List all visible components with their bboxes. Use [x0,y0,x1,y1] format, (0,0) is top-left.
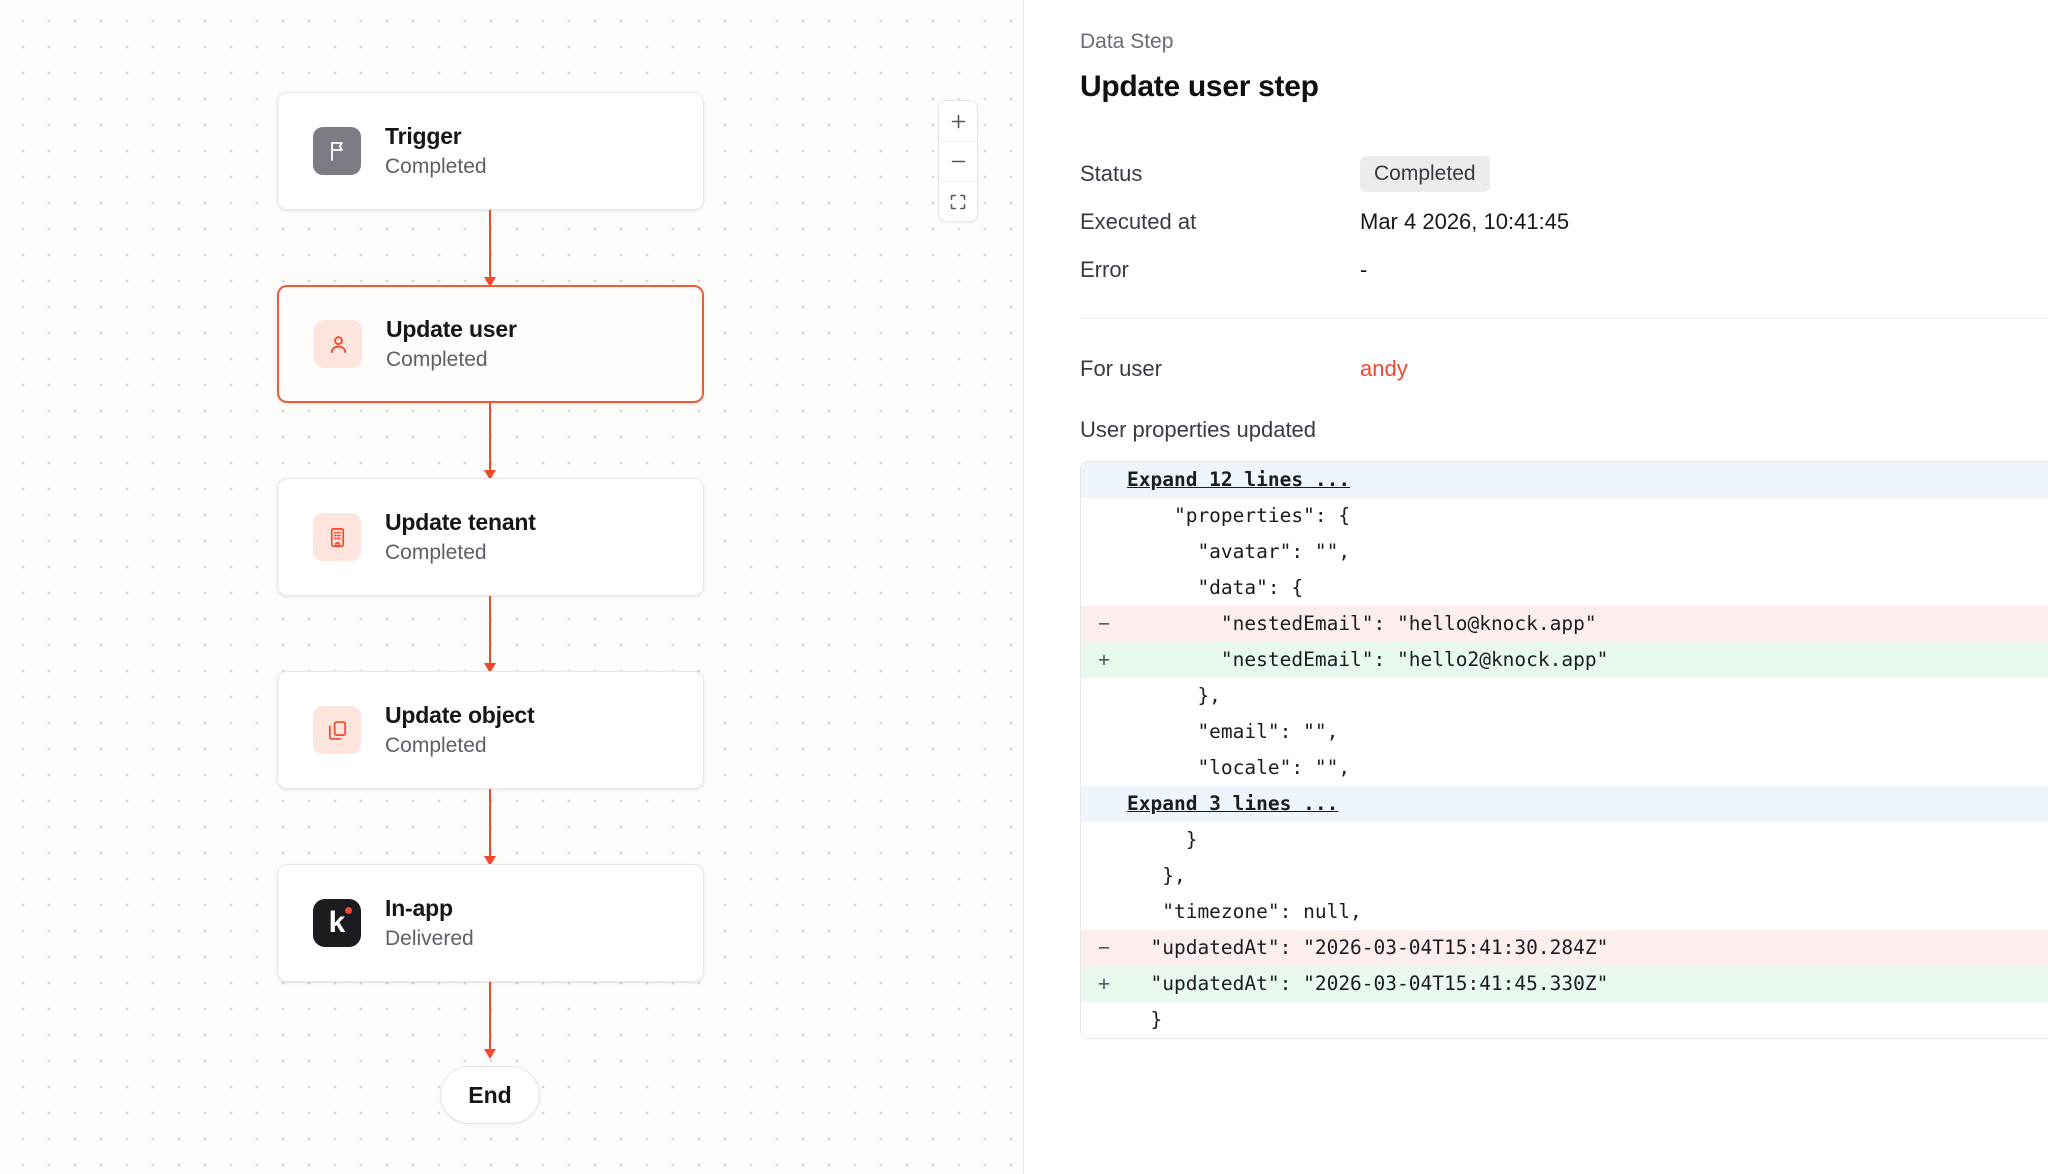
diff-row: } [1081,1002,2048,1038]
flow-connector [484,403,496,480]
diff-gutter-minus: − [1098,936,1110,959]
diff-code: }, [1127,684,1221,707]
for-user-label: For user [1080,356,1162,381]
fit-view-button[interactable] [939,181,977,221]
section-divider [1080,318,2048,319]
diff-row-removed: − "nestedEmail": "hello@knock.app" [1081,606,2048,642]
diff-row: "properties": { [1081,498,2048,534]
building-icon [313,513,361,561]
diff-row: } [1081,822,2048,858]
diff-code: "email": "", [1127,720,1339,743]
flow-node-update-tenant[interactable]: Update tenant Completed [277,478,704,596]
flow-node-title: Trigger [385,123,462,149]
flow-connector [484,596,496,673]
diff-row: "timezone": null, [1081,894,2048,930]
flow-node-text: Update user Completed [386,316,517,372]
diff-code: }, [1127,864,1186,887]
flow-node-trigger[interactable]: Trigger Completed [277,92,704,210]
diff-row-added: + "nestedEmail": "hello2@knock.app" [1081,642,2048,678]
diff-code: "updatedAt": "2026-03-04T15:41:30.284Z" [1127,936,1609,959]
diff-code: "data": { [1127,576,1304,599]
diff-gutter-plus: + [1098,972,1110,995]
flow-node-text: Trigger Completed [385,123,487,179]
flow-node-title: Update object [385,702,535,728]
for-user-row: For user andy [1080,345,2048,393]
flow-node-update-user[interactable]: Update user Completed [277,285,704,403]
flow-node-status: Completed [385,541,487,564]
diff-code: } [1127,828,1198,851]
flow-connector [484,982,496,1059]
flow-node-text: In-app Delivered [385,895,474,951]
flow-node-status: Delivered [385,927,474,950]
diff-expand-row[interactable]: Expand 12 lines ... [1081,462,2048,498]
flow-node-title: Update user [386,316,517,342]
status-row: Status Completed [1080,150,2048,198]
diff-gutter-minus: − [1098,612,1110,635]
flow-node-title: Update tenant [385,509,536,535]
flow-node-status: Completed [386,348,488,371]
diff-row: }, [1081,858,2048,894]
knock-letter-k: k [329,907,353,938]
diff-gutter-plus: + [1098,648,1110,671]
flow-node-title: In-app [385,895,453,921]
flow-node-status: Completed [385,155,487,178]
flow-node-status: Completed [385,734,487,757]
step-detail-panel: Data Step Update user step Status Comple… [1024,0,2048,1174]
flow-node-text: Update tenant Completed [385,509,536,565]
flow-node-text: Update object Completed [385,702,535,758]
diff-row: "locale": "", [1081,750,2048,786]
diff-code: "avatar": "", [1127,540,1351,563]
diff-row: "avatar": "", [1081,534,2048,570]
flow-node-update-object[interactable]: Update object Completed [277,671,704,789]
diff-expand-row[interactable]: Expand 3 lines ... [1081,786,2048,822]
knock-logo-icon: k [313,899,361,947]
zoom-controls [938,100,978,222]
diff-row-removed: − "updatedAt": "2026-03-04T15:41:30.284Z… [1081,930,2048,966]
diff-code: "nestedEmail": "hello@knock.app" [1127,612,1597,635]
diff-code: "updatedAt": "2026-03-04T15:41:45.330Z" [1127,972,1609,995]
flow-node-end[interactable]: End [440,1066,540,1124]
diff-code: "locale": "", [1127,756,1351,779]
diff-row-added: + "updatedAt": "2026-03-04T15:41:45.330Z… [1081,966,2048,1002]
workflow-canvas[interactable]: Trigger Completed Update user Completed [0,0,1024,1174]
user-properties-label: User properties updated [1080,417,1317,442]
flow-connector [484,789,496,866]
zoom-out-button[interactable] [939,141,977,181]
flow-connector [484,210,496,287]
properties-diff-block: Expand 12 lines ... "properties": { "ava… [1080,461,2048,1039]
diff-code: Expand 12 lines ... [1127,468,1351,491]
error-label: Error [1080,257,1129,282]
error-row: Error - [1080,246,2048,294]
diff-code: "properties": { [1127,504,1351,527]
copy-icon [313,706,361,754]
panel-eyebrow: Data Step [1080,30,1174,53]
page-title: Update user step [1080,70,1319,103]
executed-at-row: Executed at Mar 4 2026, 10:41:45 [1080,198,2048,246]
flow-node-in-app[interactable]: k In-app Delivered [277,864,704,982]
user-icon [314,320,362,368]
diff-row: "email": "", [1081,714,2048,750]
diff-code: Expand 3 lines ... [1127,792,1339,815]
executed-at-value: Mar 4 2026, 10:41:45 [1360,209,1570,234]
error-value: - [1360,257,1368,282]
status-label: Status [1080,161,1143,186]
flag-icon [313,127,361,175]
executed-at-label: Executed at [1080,209,1197,234]
diff-row: }, [1081,678,2048,714]
diff-code: "timezone": null, [1127,900,1362,923]
zoom-in-button[interactable] [939,101,977,141]
diff-row: "data": { [1081,570,2048,606]
status-badge: Completed [1360,156,1490,192]
for-user-link[interactable]: andy [1360,356,1408,381]
knock-dot [345,907,353,914]
diff-code: "nestedEmail": "hello2@knock.app" [1127,648,1609,671]
diff-code: } [1127,1008,1163,1031]
